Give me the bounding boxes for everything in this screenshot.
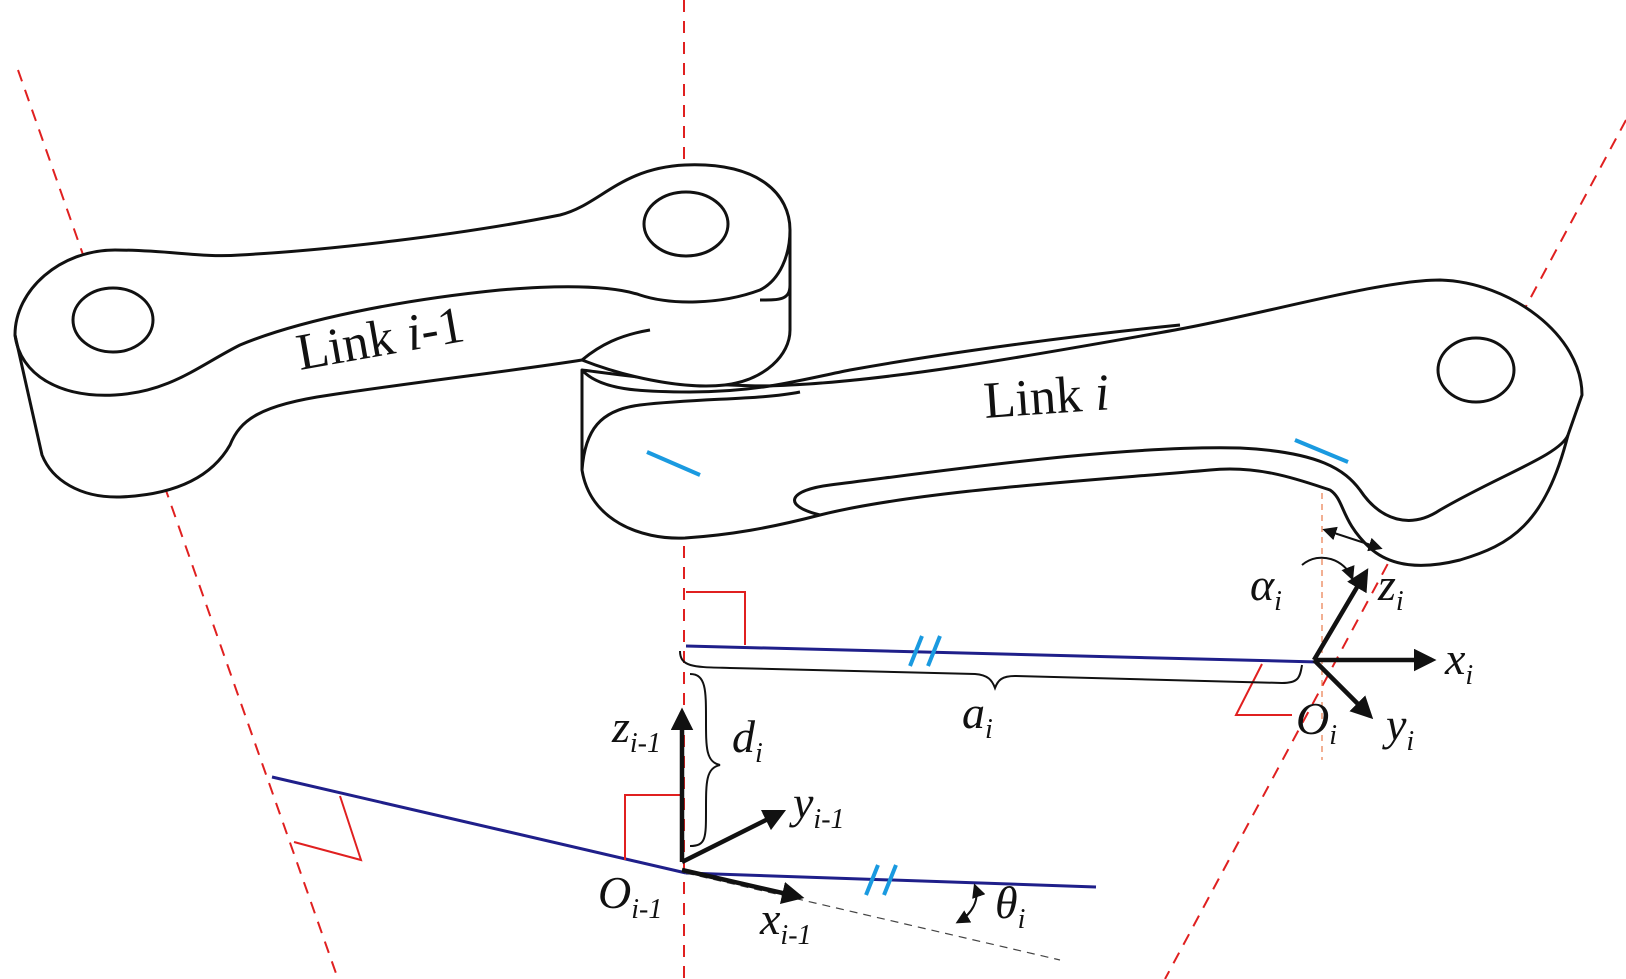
link-i-minus-1-body bbox=[13, 163, 792, 499]
brace-a bbox=[679, 650, 1303, 691]
brace-d bbox=[689, 673, 721, 847]
label-o-i-minus-1: Oi-1 bbox=[598, 867, 662, 925]
right-angle-marker-icon bbox=[686, 591, 746, 645]
frame-i bbox=[1312, 568, 1437, 720]
label-z-i-minus-1: zi-1 bbox=[611, 701, 661, 759]
label-y-i-minus-1: yi-1 bbox=[789, 777, 845, 835]
label-o-i: Oi bbox=[1296, 693, 1337, 751]
link-i-lower-edge bbox=[793, 434, 1570, 522]
parallel-tick-icon bbox=[926, 635, 942, 667]
alpha-angle-span bbox=[1322, 526, 1383, 552]
label-y-i: yi bbox=[1382, 699, 1414, 757]
label-x-i: xi bbox=[1444, 633, 1473, 691]
link-i-minus-1 bbox=[13, 163, 792, 499]
joint-axis-i-minus-1 bbox=[17, 69, 339, 979]
common-normal-i-minus-1 bbox=[271, 775, 687, 875]
frame-i-minus-1 bbox=[670, 707, 805, 904]
y-axis-i-arrow bbox=[1312, 658, 1374, 720]
y-axis-i-minus-1-arrow bbox=[680, 809, 787, 865]
link-i bbox=[580, 278, 1584, 567]
link-i-minus-1-top-face-edge bbox=[13, 229, 792, 397]
label-theta-i: θi bbox=[995, 877, 1025, 935]
right-angle-marker-icon bbox=[293, 795, 363, 862]
link-i-top-edge bbox=[580, 323, 1181, 394]
link-i-minus-1-joint-hole-right bbox=[642, 190, 730, 258]
link-i-minus-1-joint-hole-left bbox=[71, 286, 155, 354]
link-i-joint-hole bbox=[1436, 336, 1516, 404]
parallel-tick-icon bbox=[1294, 438, 1349, 464]
label-d-i: di bbox=[732, 711, 763, 769]
label-a-i: ai bbox=[962, 687, 993, 745]
x-projection-dashed bbox=[685, 872, 1061, 961]
z-axis-i-arrow bbox=[1312, 568, 1369, 662]
alpha-angle-arrow bbox=[1301, 556, 1355, 581]
label-x-i-minus-1: xi-1 bbox=[759, 893, 812, 951]
link-i-upper-arm bbox=[580, 390, 801, 471]
parallel-tick-icon bbox=[646, 450, 701, 477]
common-normal-i bbox=[685, 644, 1319, 664]
parallel-tick-icon bbox=[908, 635, 924, 667]
link-i-label: Link i bbox=[982, 364, 1111, 430]
x-axis-i-minus-1-arrow bbox=[681, 867, 805, 904]
label-alpha-i: αi bbox=[1250, 559, 1282, 617]
link-i-body bbox=[580, 278, 1584, 567]
theta-angle-arrow bbox=[955, 883, 986, 924]
right-angle-marker-icon bbox=[1234, 663, 1292, 716]
parallel-tick-icon bbox=[882, 864, 898, 896]
parallel-tick-icon bbox=[864, 864, 880, 896]
label-z-i: zi bbox=[1377, 559, 1404, 617]
right-angle-marker-icon bbox=[624, 794, 682, 860]
